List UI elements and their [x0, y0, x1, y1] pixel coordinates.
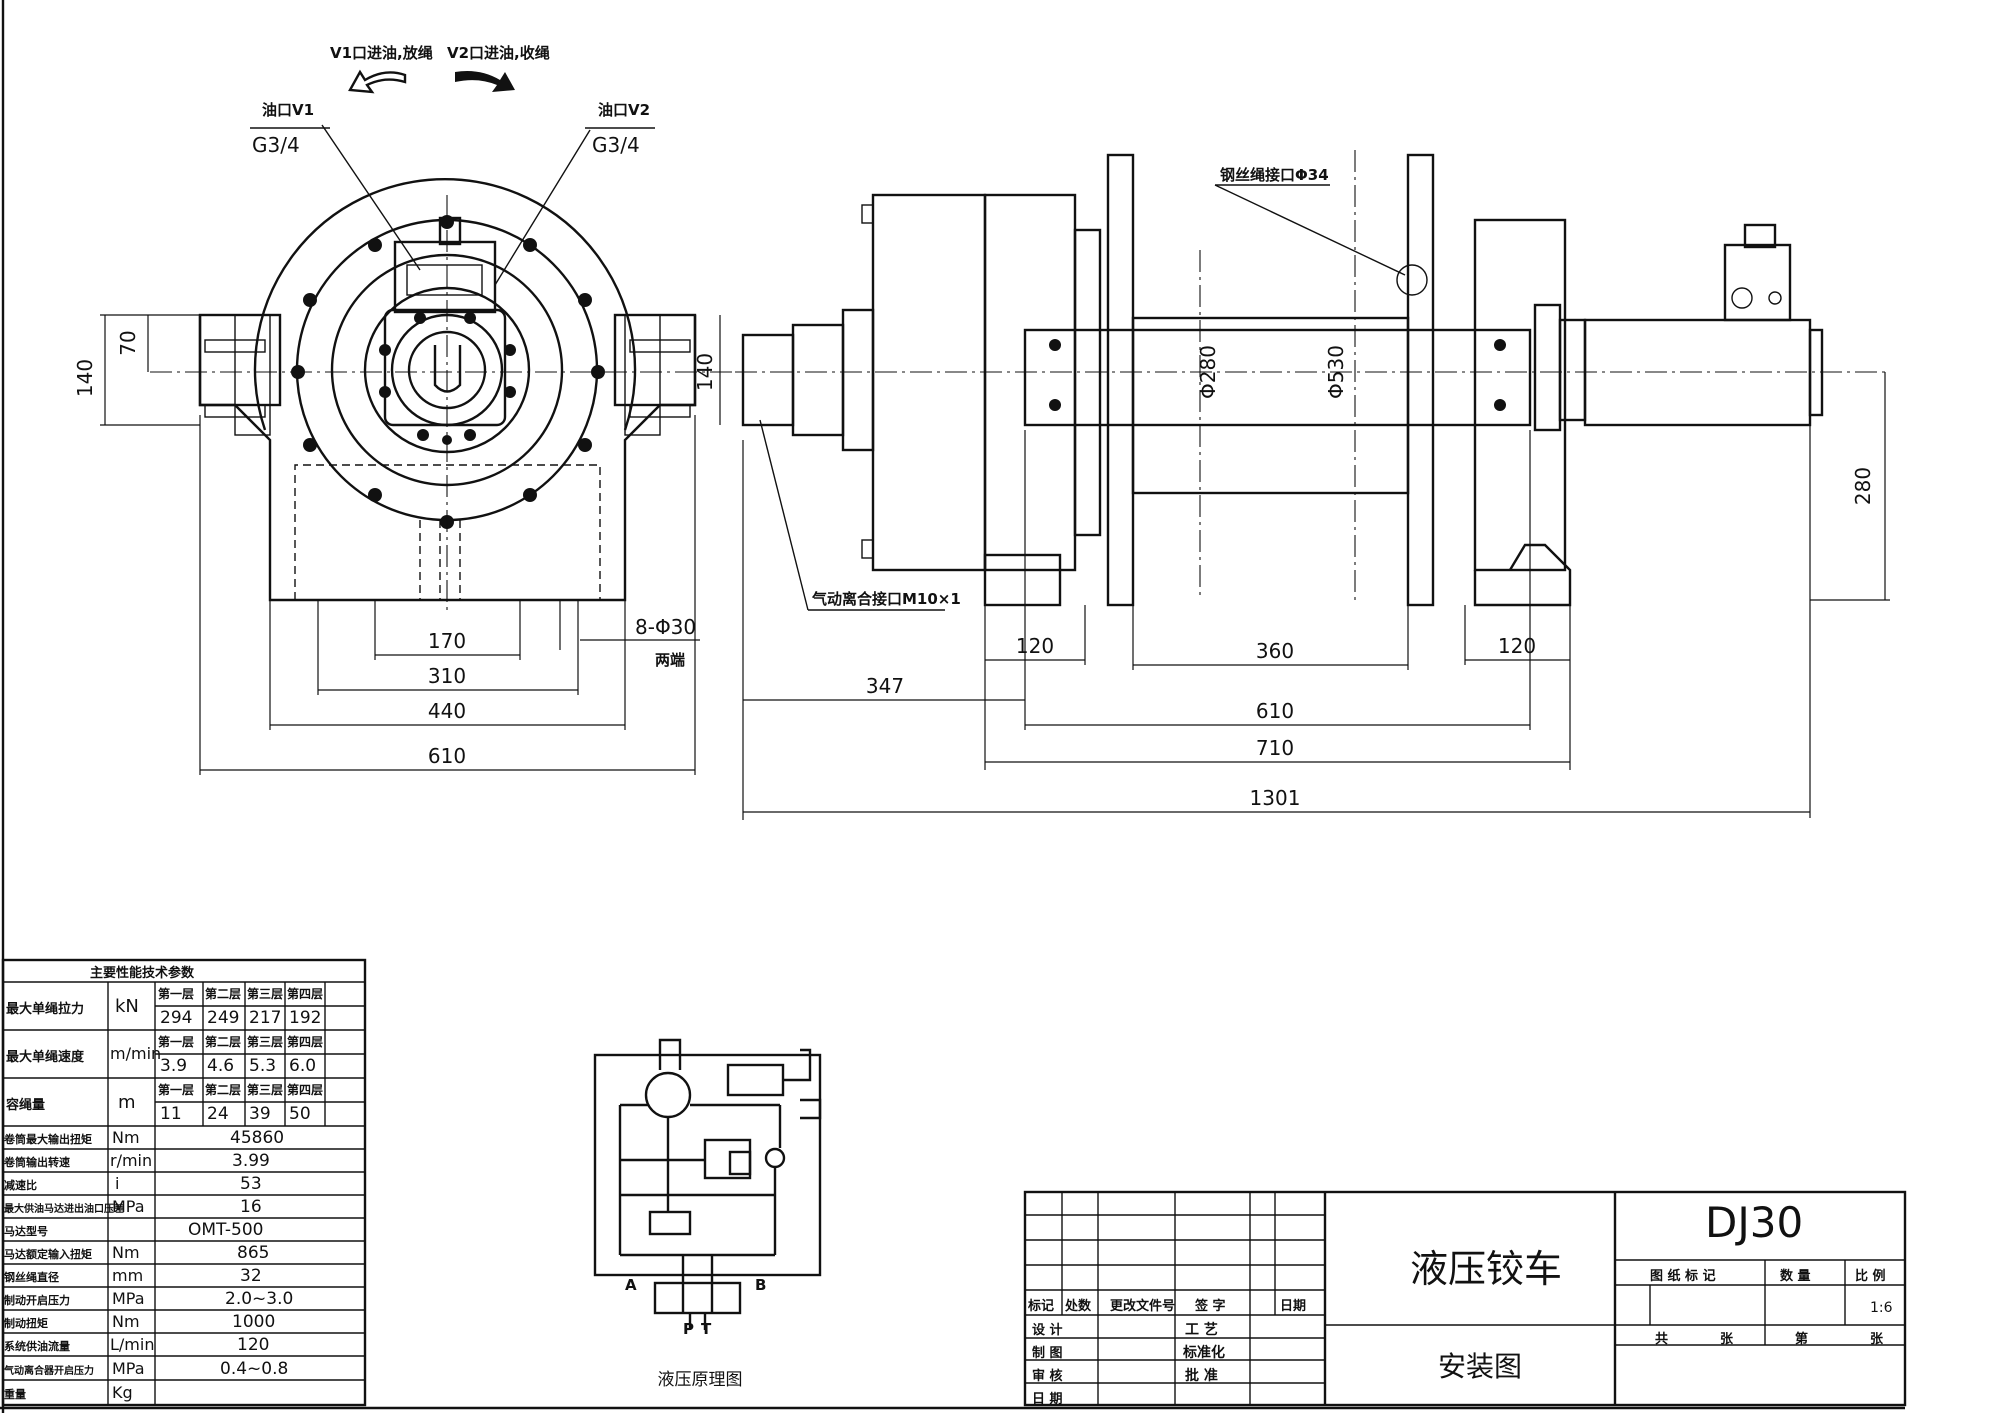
directional-valve — [653, 1281, 742, 1315]
bolt-holes-note: 两端 — [655, 651, 685, 669]
dim-610-front: 610 — [428, 744, 466, 768]
dim-70: 70 — [116, 330, 140, 355]
relief-valve — [703, 1138, 752, 1180]
front-view — [150, 69, 750, 615]
dim-610-side: 610 — [1256, 699, 1294, 723]
dim-710: 710 — [1256, 736, 1294, 760]
port-v2-thread: G3/4 — [592, 133, 640, 157]
support-beam — [1023, 328, 1532, 427]
dim-280-height: 280 — [1851, 467, 1875, 505]
dim-170: 170 — [428, 629, 466, 653]
hydraulic-schematic — [593, 1038, 822, 1330]
port-a-label: A — [625, 1276, 637, 1294]
v2-arrow-label: V2口进油,收绳 — [447, 44, 550, 62]
drum-barrel — [1131, 316, 1410, 495]
front-view-labels: V1口进油,放绳 V2口进油,收绳 油口V1 G3/4 油口V2 G3/4 — [252, 44, 650, 157]
drum-flange-left — [1106, 153, 1135, 607]
port-t-label: T — [701, 1320, 712, 1338]
motor-symbol — [644, 1071, 692, 1119]
port-v2-label: 油口V2 — [598, 101, 650, 119]
pneumatic-end — [741, 333, 795, 427]
dia-530-label: Φ530 — [1324, 345, 1348, 399]
side-view — [735, 150, 1890, 611]
gearbox — [871, 193, 987, 572]
hydraulic-labels: A B P T 液压原理图 — [625, 1276, 766, 1390]
side-view-dimensions: 280 120 360 120 347 610 710 1301 — [742, 372, 1890, 820]
right-support — [1473, 218, 1567, 572]
v1-arrow-label: V1口进油,放绳 — [330, 44, 433, 62]
dim-440: 440 — [428, 699, 466, 723]
spec-table — [1, 958, 367, 1407]
dim-140-right: 140 — [693, 353, 717, 391]
shuttle-valve — [648, 1210, 692, 1236]
brake-cylinder — [726, 1063, 785, 1097]
dim-120-left: 120 — [1016, 634, 1054, 658]
side-view-labels: 钢丝绳接口Φ34 Φ280 Φ530 气动离合接口M10×1 — [811, 166, 1348, 608]
dim-360: 360 — [1256, 639, 1294, 663]
dim-1301: 1301 — [1250, 786, 1301, 810]
rope-hole — [1396, 264, 1428, 296]
v1-arrow-icon — [348, 69, 407, 94]
rope-hole-label: 钢丝绳接口Φ34 — [1220, 166, 1329, 184]
port-v1-label: 油口V1 — [262, 101, 314, 119]
check-valve — [764, 1147, 786, 1169]
port-b-label: B — [755, 1276, 766, 1294]
dim-140-left: 140 — [73, 359, 97, 397]
dia-280-label: Φ280 — [1196, 345, 1220, 399]
pneumatic-port-label: 气动离合接口M10×1 — [811, 590, 961, 608]
port-p-label: P — [683, 1320, 694, 1338]
hydraulic-frame — [593, 1053, 822, 1277]
bolt-holes-label: 8-Φ30 — [635, 615, 696, 639]
drum-flange-right — [1406, 153, 1435, 607]
dim-347: 347 — [866, 674, 904, 698]
hydraulic-caption: 液压原理图 — [658, 1370, 743, 1390]
title-block — [1023, 1190, 1907, 1407]
port-v1-thread: G3/4 — [252, 133, 300, 157]
front-view-dimensions: 140 70 140 170 310 440 610 8-Φ30 两端 — [73, 314, 721, 775]
dim-310: 310 — [428, 664, 466, 688]
outer-drum-arc — [253, 178, 637, 431]
v2-arrow-icon — [455, 71, 515, 92]
